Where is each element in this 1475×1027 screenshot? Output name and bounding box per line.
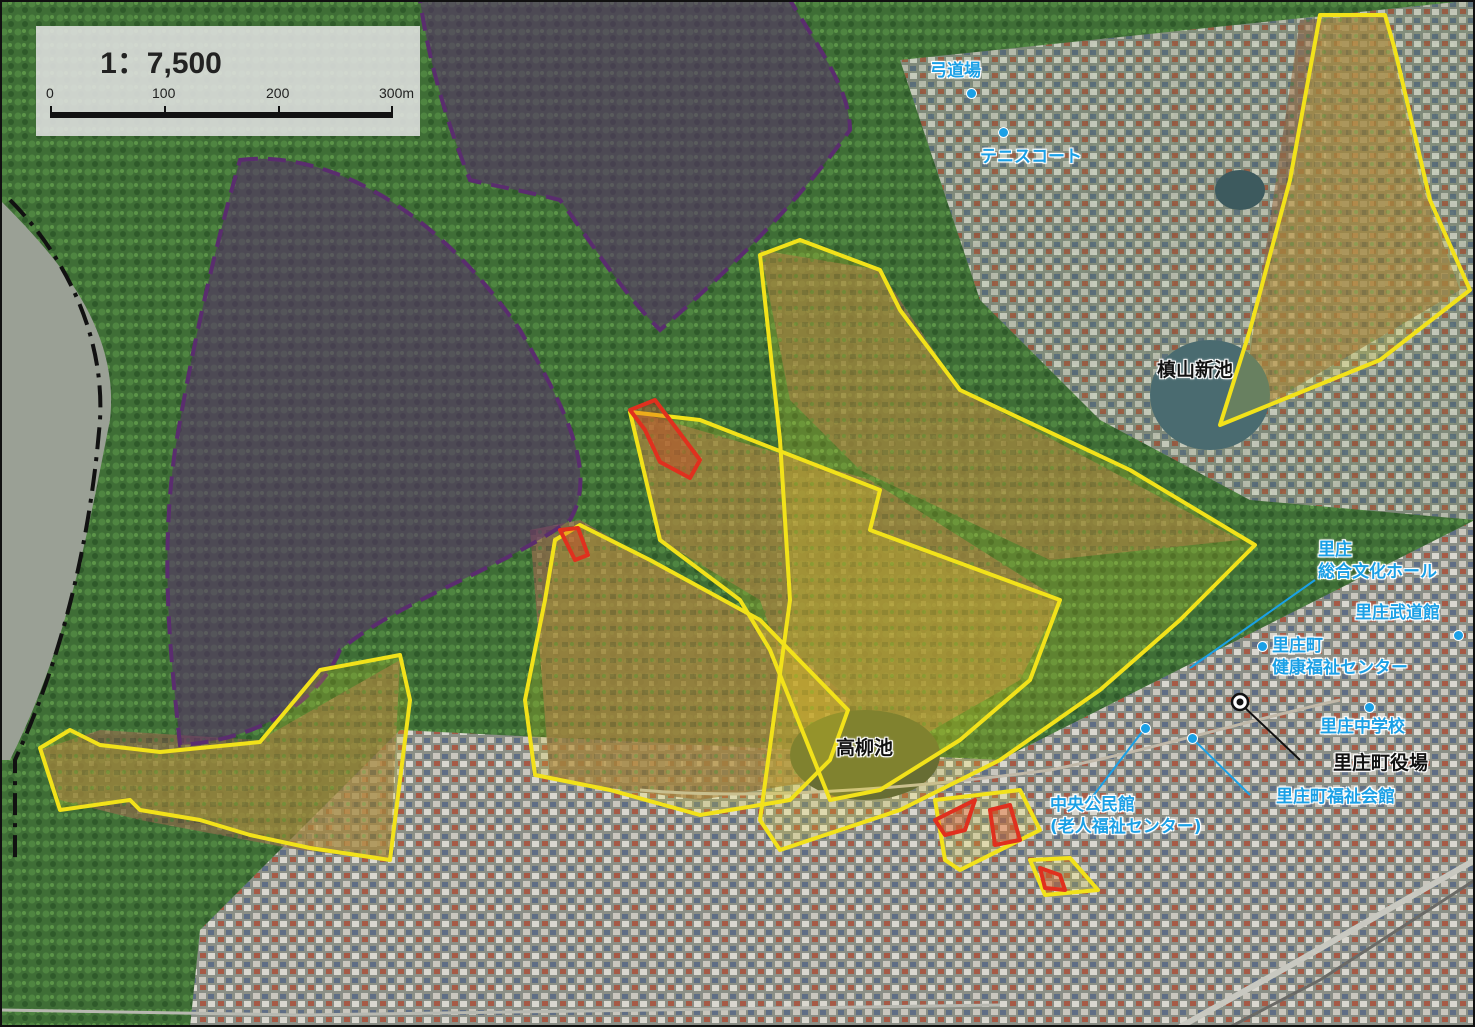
label-welfare-hall: 里庄町福祉会館 — [1276, 787, 1395, 807]
red-zone-5 — [1038, 866, 1067, 892]
yellow-zone-northeast — [1218, 13, 1472, 427]
yellow-zone-west — [38, 653, 412, 862]
scale-tick-0: 0 — [46, 85, 54, 101]
red-zone-3 — [933, 798, 977, 837]
health-center-marker[interactable] — [1257, 641, 1268, 652]
scale-tick-300: 300m — [379, 85, 415, 101]
yellow-zone-center — [628, 410, 1062, 802]
yellow-zone-center-left — [523, 523, 850, 817]
scale-ratio: 1：7,500 — [100, 47, 222, 80]
label-community-center-line1: 中央公民館 — [1050, 795, 1135, 815]
red-zone-4 — [988, 803, 1022, 847]
junior-high-marker[interactable] — [1364, 702, 1375, 713]
welfare-hall-marker[interactable] — [1187, 733, 1198, 744]
label-budokan: 里庄武道館 — [1355, 603, 1440, 623]
label-culture-hall-line1: 里庄 — [1318, 540, 1352, 560]
tennis-marker[interactable] — [998, 127, 1009, 138]
yellow-zone-small-1 — [933, 788, 1042, 872]
red-zone-2 — [558, 526, 590, 562]
label-makiyama-pond: 槙山新池 — [1157, 359, 1234, 381]
label-kyudojo: 弓道場 — [930, 61, 981, 81]
scale-bar: 1：7,500 0 100 200 300m — [36, 26, 420, 136]
purple-zone-2 — [417, 0, 853, 333]
label-junior-high: 里庄中学校 — [1320, 717, 1405, 737]
scale-tick-100: 100 — [152, 85, 176, 101]
budokan-marker[interactable] — [1453, 630, 1464, 641]
kyudojo-marker[interactable] — [966, 88, 977, 99]
label-culture-hall-line2: 総合文化ホール — [1318, 562, 1437, 582]
boundary-line — [8, 198, 103, 860]
scale-ruler — [50, 106, 393, 118]
label-town-office: 里庄町役場 — [1333, 752, 1429, 774]
red-zone-1 — [628, 398, 702, 480]
label-takayanagi-pond: 高柳池 — [836, 737, 894, 759]
scale-tick-200: 200 — [266, 85, 290, 101]
yellow-zone-small-2 — [1028, 856, 1100, 897]
label-tennis-court: テニスコート — [980, 147, 1082, 167]
label-health-center-line2: 健康福祉センター — [1272, 658, 1408, 678]
label-community-center-line2: (老人福祉センター) — [1050, 817, 1202, 837]
label-health-center-line1: 里庄町 — [1272, 636, 1323, 656]
community-center-marker[interactable] — [1140, 723, 1151, 734]
purple-zone-1 — [165, 156, 583, 748]
yellow-zone-north-center — [758, 238, 1257, 852]
